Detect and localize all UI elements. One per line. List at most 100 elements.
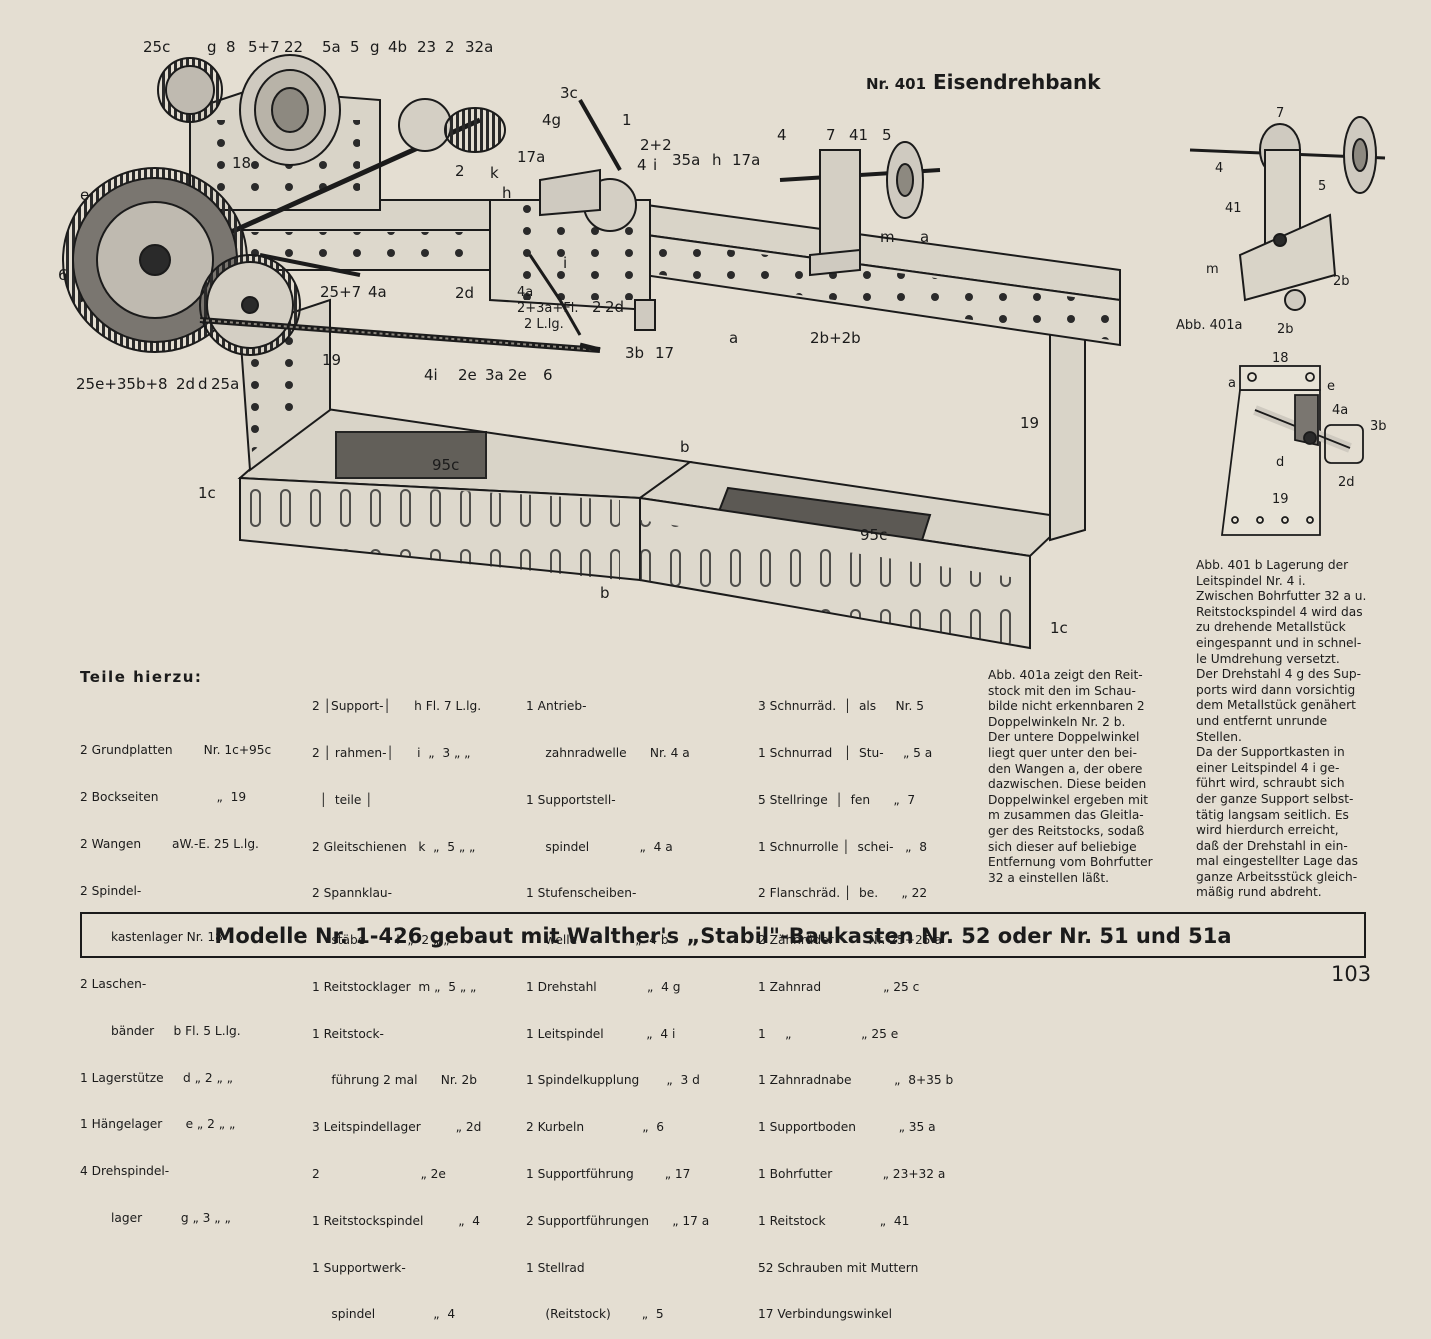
parts-line: 1 Hängelager e „ 2 „ „ [80,1117,236,1132]
label-2e: 2e [458,366,477,384]
parts-line: 2 Laschen- [80,977,147,992]
label-4a-2: 4a [368,283,387,301]
label-2-llg: 2 L.lg. [524,317,564,332]
parts-line: 2 Zähnräder Nr. 25+25 a [758,933,942,948]
caption-line: einer Leitspindel 4 i ge- [1196,760,1340,775]
label-17a-2: 17a [732,151,760,169]
a401a-caption: Abb. 401a [1176,318,1242,333]
parts-line: 2 Spannklau- [312,886,393,901]
caption-line: ports wird dann vorsichtig [1196,682,1356,697]
abb-401b-figure [1220,365,1364,536]
label-35a: 35a [672,151,700,169]
caption-line: eingespannt und in schnel- [1196,635,1362,650]
label-g2: g [370,38,380,56]
caption-line: stock mit den im Schau- [988,683,1136,698]
parts-line: 2 Bockseiten „ 19 [80,789,247,804]
label-2-chuck: 2 [455,162,465,180]
parts-line: 1 Supportstell- [526,792,616,807]
label-8: 8 [226,38,236,56]
label-4: 4 [637,156,647,174]
caption-line: le Umdrehung versetzt. [1196,651,1340,666]
caption-line: wird hierdurch erreicht, [1196,823,1339,838]
caption-line: ganze Arbeitsstück gleich- [1196,869,1358,884]
a401b-label-d: d [1276,455,1284,470]
label-2-bottom: 2 [592,298,602,316]
caption-line: Abb. 401a zeigt den Reit- [988,668,1143,682]
label-19-2: 19 [1020,414,1039,432]
main-figure [62,54,1121,650]
label-2-3a-fl: 2+3a+Fl. [517,301,579,316]
a401b-label-4a: 4a [1332,403,1348,418]
label-17: 17 [655,344,674,362]
a401b-label-18: 18 [1272,351,1289,366]
label-5-7: 5+7 [248,38,280,56]
label-i-2: i [563,254,567,272]
caption-line: bilde nicht erkennbaren 2 [988,699,1145,714]
a401a-label-4: 4 [1215,161,1223,176]
parts-line: 1 Lagerstütze d „ 2 „ „ [80,1070,233,1085]
parts-line: 1 Schnurrolle │ schei- „ 8 [758,839,927,854]
caption-line: Entfernung vom Bohrfutter [988,855,1153,870]
caption-line: Zwischen Bohrfutter 32 a u. [1196,589,1367,604]
label-19: 19 [322,351,341,369]
label-1c: 1c [198,484,216,502]
model-number: Nr. 401 [866,75,927,93]
parts-line: 1 Reitstockspindel „ 4 [312,1213,481,1228]
caption-line: ger des Reitstocks, sodaß [988,823,1145,838]
parts-line: 1 Zahnradnabe „ 8+35 b [758,1073,954,1088]
parts-heading: Teile hierzu: [80,668,203,686]
label-5a: 5a [322,38,341,56]
parts-line: 2 „ 2e [312,1167,446,1181]
parts-line: │ teile │ [312,792,373,807]
caption-line: tätig langsam seitlich. Es [1196,807,1349,822]
label-18: 18 [232,154,251,172]
parts-line: 5 Stellringe │ fen „ 7 [758,792,916,807]
caption-line: Abb. 401 b Lagerung der [1196,558,1349,572]
parts-line: spindel „ 4 [312,1307,456,1322]
caption-line: sich dieser auf beliebige [988,839,1137,854]
label-25-7: 25+7 [320,283,361,301]
parts-line: 1 „ „ 25 e [758,1026,899,1041]
abb-401a-figure [1189,116,1386,311]
caption-line: Der Drehstahl 4 g des Sup- [1196,667,1361,682]
label-7: 7 [826,126,836,144]
label-1c-2: 1c [1050,619,1068,637]
parts-column-1: 2 Grundplatten Nr. 1c+95c 2 Bockseiten „… [80,712,271,1242]
parts-line: kastenlager Nr. 18 [80,930,223,945]
label-1: 1 [622,111,632,129]
parts-line: 1 Leitspindel „ 4 i [526,1026,676,1041]
label-5: 5 [350,38,360,56]
label-b: b [680,438,690,456]
caption-line: Doppelwinkel ergeben mit [988,792,1149,807]
model-name: Eisendrehbank [933,70,1101,94]
label-k: k [490,164,499,182]
parts-line: 1 Bohrfutter „ 23+32 a [758,1167,946,1181]
label-2d-2: 2d [605,298,624,316]
label-22: 22 [284,38,303,56]
a401a-label-7: 7 [1276,106,1284,121]
caption-line: der ganze Support selbst- [1196,791,1354,806]
caption-line: m zusammen das Gleitla- [988,808,1144,823]
caption-line: Doppelwinkeln Nr. 2 b. [988,714,1126,729]
parts-line: 1 Schnurrad │ Stu- „ 5 a [758,745,933,760]
parts-line: 4 Drehspindel- [80,1164,170,1179]
parts-line: 17 Verbindungswinkel [758,1307,892,1322]
caption-line: Da der Supportkasten in [1196,745,1345,760]
caption-line: daß der Drehstahl in ein- [1196,838,1348,853]
label-h-2: h [502,184,512,202]
parts-line: 52 Schrauben mit Muttern [758,1260,919,1275]
parts-line: 2 Flanschräd. │ be. „ 22 [758,886,928,901]
parts-line: 1 Reitstocklager m „ 5 „ „ [312,979,477,994]
parts-line: 1 Antrieb- [526,699,587,714]
parts-column-2: 2 │Support-│ h Fl. 7 L.lg. 2 │ rahmen-│ … [312,668,481,1339]
parts-line: 2 │Support-│ h Fl. 7 L.lg. [312,699,482,714]
parts-line: 1 Supportführung „ 17 [526,1167,691,1181]
label-e: e [80,186,89,204]
caption-line: zu drehende Metallstück [1196,620,1346,635]
parts-line: 1 Reitstock- [312,1026,384,1041]
a401b-label-3b: 3b [1370,419,1387,434]
parts-line: 3 Schnurräd. │ als Nr. 5 [758,699,925,714]
parts-line: 2 Wangen aW.-E. 25 L.lg. [80,836,259,851]
parts-line: 2 Kurbeln „ 6 [526,1120,665,1135]
figure-labels: 25c g 8 5+7 22 5a 5 g 4b 23 2 32a 18 3c … [58,38,1387,637]
